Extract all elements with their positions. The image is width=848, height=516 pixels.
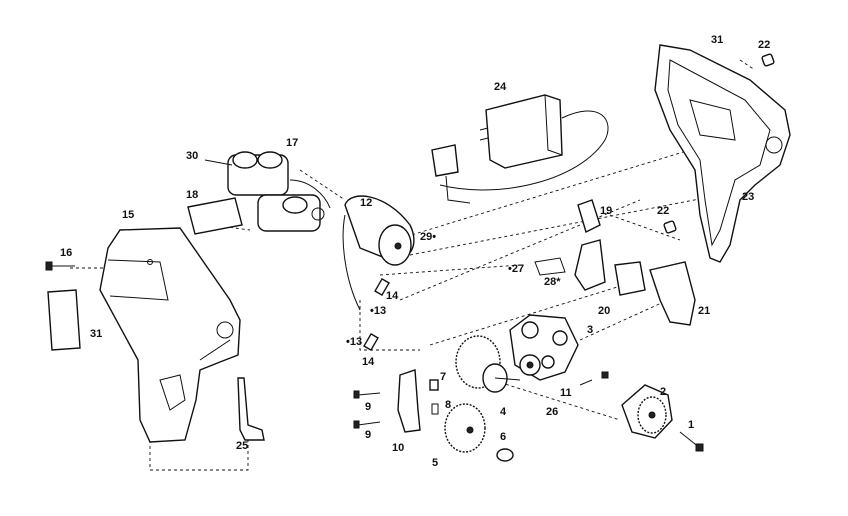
callout-9a: 9 <box>365 401 371 413</box>
bracket-10 <box>397 369 421 433</box>
callout-14b: 14 <box>362 356 375 368</box>
callout-28: 28* <box>544 276 561 288</box>
motor <box>342 195 415 311</box>
callout-17: 17 <box>286 137 298 149</box>
pin-7 <box>429 379 439 391</box>
callout-31b: 31 <box>90 328 102 340</box>
callout-4: 4 <box>500 406 507 418</box>
spindle-gear <box>455 335 521 393</box>
callout-2: 2 <box>660 386 666 398</box>
switch-assembly <box>534 199 696 326</box>
chuck-key <box>237 377 265 441</box>
callout-3: 3 <box>587 324 593 336</box>
housing-right-half <box>654 44 791 263</box>
callout-10: 10 <box>392 442 404 454</box>
callout-21: 21 <box>698 305 710 317</box>
callout-6: 6 <box>500 431 506 443</box>
callout-13a: •13 <box>370 305 386 317</box>
callout-24: 24 <box>494 81 507 93</box>
callout-30: 30 <box>186 150 198 162</box>
chuck <box>621 384 673 439</box>
callout-7: 7 <box>440 371 446 383</box>
callout-8: 8 <box>445 399 451 411</box>
callout-9b: 9 <box>365 429 371 441</box>
screw-16 <box>45 261 75 271</box>
battery-pack <box>204 151 331 232</box>
callouts: 1 2 3 4 5 6 7 8 9 9 10 11 12 •13 •13 14 … <box>60 34 770 469</box>
gear-housing-plate <box>509 314 579 381</box>
screws-22 <box>663 53 775 234</box>
callout-26: 26 <box>546 406 558 418</box>
pin-8 <box>431 403 439 415</box>
callout-22a: 22 <box>758 39 770 51</box>
callout-22b: 22 <box>657 205 669 217</box>
label-plate <box>47 289 81 351</box>
callout-5: 5 <box>432 457 438 469</box>
chuck-screw <box>679 431 704 452</box>
callout-12: 12 <box>360 197 372 209</box>
callout-13b: •13 <box>346 336 362 348</box>
callout-23: 23 <box>742 191 754 203</box>
screws-9 <box>353 390 381 429</box>
callout-16: 16 <box>60 247 72 259</box>
large-gear <box>444 403 486 453</box>
screw-11 <box>579 371 609 386</box>
callout-15: 15 <box>122 209 134 221</box>
callout-11: 11 <box>560 387 572 399</box>
callout-29: 29• <box>420 231 436 243</box>
callout-20: 20 <box>598 305 610 317</box>
housing-left-half <box>99 227 241 443</box>
callout-31a: 31 <box>711 34 723 46</box>
battery-cover <box>187 197 243 235</box>
callout-14a: 14 <box>386 290 399 302</box>
brushes <box>363 277 390 352</box>
callout-19: 19 <box>600 205 612 217</box>
callout-1: 1 <box>688 419 694 431</box>
ac-adapter <box>431 94 609 204</box>
bushing-6 <box>496 448 514 462</box>
callout-18: 18 <box>186 189 198 201</box>
gear-26 <box>519 354 541 376</box>
callout-27: •27 <box>508 263 524 275</box>
callout-25: 25 <box>236 440 248 452</box>
